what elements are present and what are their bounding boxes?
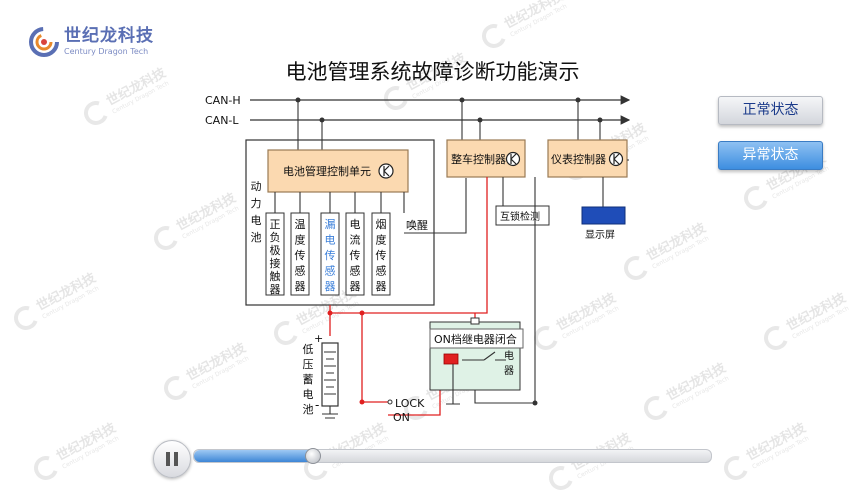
sensor-label-char: 传 xyxy=(295,249,306,262)
ecu-symbol-icon xyxy=(505,151,521,167)
relay-ground-icon xyxy=(446,364,460,405)
bus-drops xyxy=(297,100,601,150)
brand-logo: 世纪龙科技 Century Dragon Tech xyxy=(28,26,154,58)
instrument-controller-label: 仪表控制器 xyxy=(551,152,606,166)
sensor-links xyxy=(274,192,382,213)
bms-unit-label: 电池管理控制单元 xyxy=(283,164,371,178)
normal-state-button[interactable]: 正常状态 xyxy=(718,96,823,125)
sensor-box xyxy=(345,212,365,296)
relay-switch xyxy=(462,351,506,361)
brand-name-en: Century Dragon Tech xyxy=(64,47,149,56)
interlock-label: 互锁检测 xyxy=(500,210,540,223)
display-screen-icon xyxy=(581,206,626,225)
lv-battery-char: 池 xyxy=(303,403,314,416)
display-label: 显示屏 xyxy=(585,229,615,241)
relay-connector xyxy=(470,317,480,325)
page-title: 电池管理系统故障诊断功能演示 xyxy=(285,60,580,84)
power-battery-char: 动 xyxy=(251,180,262,193)
sensor-label-char: 度 xyxy=(295,233,306,247)
pause-button[interactable] xyxy=(153,440,191,478)
sensor-label-char: 器 xyxy=(376,280,387,293)
sensor-box xyxy=(371,212,391,296)
sensor-label-char: 电 xyxy=(325,234,336,247)
sensor-label-char: 电 xyxy=(350,218,361,231)
power-battery-char: 力 xyxy=(251,197,262,210)
sensor-label-char: 温 xyxy=(295,218,306,231)
sensor-label-char: 器 xyxy=(270,283,281,296)
sensor-box xyxy=(265,212,285,296)
relay-tooltip-label: ON档继电器闭合 xyxy=(434,332,517,346)
relay-tooltip-box xyxy=(429,328,524,349)
sensor-label-char: 接 xyxy=(270,257,281,270)
sensor-label-char: 正 xyxy=(270,218,281,231)
sensor-label-char: 漏 xyxy=(325,218,336,231)
sensor-label-char: 烟 xyxy=(376,217,387,231)
lv-plus-label: + xyxy=(314,332,323,345)
vehicle-controller-label: 整车控制器 xyxy=(451,152,506,166)
power-battery-char: 池 xyxy=(251,231,262,244)
sensor-label-char: 极 xyxy=(270,243,281,257)
lock-label: LOCK xyxy=(395,397,425,410)
lv-battery-char: 电 xyxy=(303,388,314,401)
dragon-logo-icon xyxy=(29,27,59,57)
progress-track[interactable] xyxy=(193,449,712,463)
sensor-label-char: 度 xyxy=(376,233,387,247)
on-label: ON xyxy=(393,411,410,424)
sensor-label-char: 传 xyxy=(376,249,387,262)
sensor-label-char: 负 xyxy=(270,230,281,244)
ecu-symbol-icon xyxy=(608,151,624,167)
wakeup-wire xyxy=(403,178,467,234)
power-battery-char: 电 xyxy=(251,214,262,227)
relay-label-char: 器 xyxy=(504,365,514,377)
bus-junction-dots xyxy=(295,97,603,123)
progress-knob[interactable] xyxy=(304,448,321,464)
pause-icon xyxy=(166,452,170,466)
sensor-label-char: 流 xyxy=(350,233,361,247)
sensor-label-char: 器 xyxy=(295,280,306,293)
relay-coil xyxy=(443,353,459,365)
sensor-label-char: 触 xyxy=(270,269,281,283)
sensor-label-char: 器 xyxy=(350,280,361,293)
lv-battery-cells xyxy=(324,351,336,395)
sensor-label-char: 传 xyxy=(325,249,336,262)
sensor-label-char: 感 xyxy=(350,265,361,278)
ignition-switch-contact xyxy=(387,399,393,405)
fault-state-button[interactable]: 异常状态 xyxy=(718,141,823,170)
sensor-label-char: 感 xyxy=(295,265,306,278)
sensor-box xyxy=(320,212,340,296)
relay-label-char: 电 xyxy=(504,349,514,362)
sensor-label-char: 感 xyxy=(325,265,336,278)
lv-battery-char: 低 xyxy=(303,343,314,356)
lv-battery-char: 压 xyxy=(303,358,314,371)
progress-fill xyxy=(194,450,313,462)
wakeup-label: 唤醒 xyxy=(406,218,428,232)
lv-minus-label: - xyxy=(315,398,319,412)
sensor-label-char: 器 xyxy=(325,280,336,293)
ecu-symbol-icon xyxy=(378,163,394,179)
sensor-label-char: 感 xyxy=(376,265,387,278)
can-l-label: CAN-L xyxy=(205,114,239,127)
brand-name-cn: 世纪龙科技 xyxy=(64,26,154,46)
pause-icon xyxy=(174,452,178,466)
lv-battery-char: 蓄 xyxy=(303,373,314,386)
lv-ground-icon xyxy=(322,413,338,419)
sensor-box xyxy=(290,212,310,296)
sensor-label-char: 传 xyxy=(350,249,361,262)
interlock-box xyxy=(495,205,550,226)
power-battery-frame xyxy=(245,139,435,306)
can-h-label: CAN-H xyxy=(205,94,241,107)
